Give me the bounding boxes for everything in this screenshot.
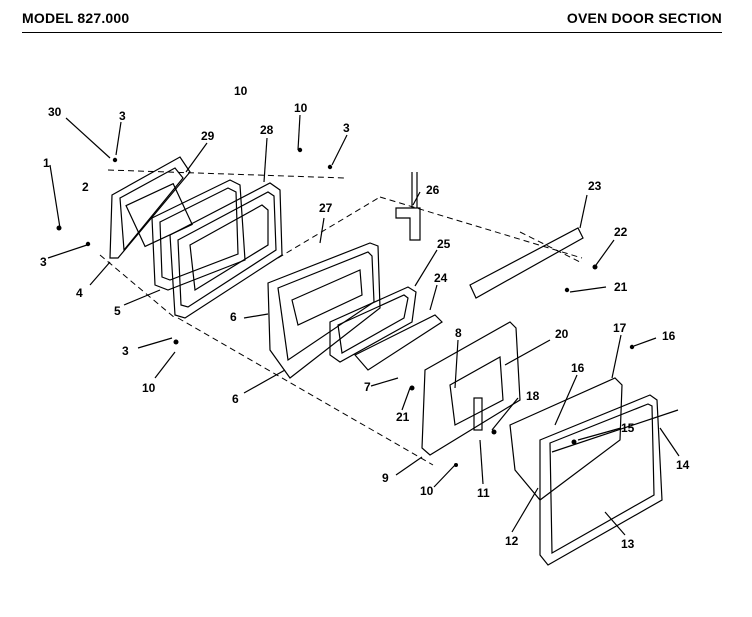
part-label: 21: [396, 410, 410, 424]
section-title: OVEN DOOR SECTION: [566, 10, 722, 26]
inner-panel: [421, 321, 521, 456]
part-label: 24: [434, 271, 448, 285]
part-label: 9: [382, 471, 389, 485]
part-label: 16: [571, 361, 585, 375]
part-label: 13: [621, 537, 635, 551]
outer-door-frame: [539, 394, 663, 566]
part-label: 23: [588, 179, 602, 193]
door-handle: [551, 409, 679, 453]
model-title: MODEL 827.000: [22, 10, 130, 26]
door-shell: [267, 242, 381, 379]
part-label: 17: [613, 321, 627, 335]
part-label: 29: [201, 129, 215, 143]
part-label: 18: [526, 389, 540, 403]
part-label: 21: [614, 280, 628, 294]
inner-door-panel: [109, 156, 193, 259]
part-label: 3: [40, 255, 47, 269]
part-label: 16: [662, 329, 676, 343]
part-labels: 30 3 29 28 10 10 3 26 1 2 27 23 22 3 4 2…: [40, 84, 690, 551]
part-label: 20: [555, 327, 569, 341]
window-frame: [329, 286, 417, 363]
part-label: 10: [420, 484, 434, 498]
inner-frame: [169, 182, 283, 319]
part-label: 7: [364, 380, 371, 394]
part-label: 30: [48, 105, 62, 119]
part-label: 27: [319, 201, 333, 215]
outer-glass: [509, 377, 623, 501]
part-label: 25: [437, 237, 451, 251]
part-label: 14: [676, 458, 690, 472]
part-label: 15: [621, 421, 635, 435]
door-hinge: [395, 172, 421, 241]
assembly-lines: [99, 169, 583, 466]
part-label: 26: [426, 183, 440, 197]
part-label: 10: [294, 101, 308, 115]
screws: [56, 147, 635, 467]
part-label: 10: [142, 381, 156, 395]
part-label: 10: [234, 84, 248, 98]
part-label: 6: [230, 310, 237, 324]
door-gasket: [151, 179, 246, 291]
part-label: 11: [477, 486, 490, 500]
hinge-bracket: [473, 397, 483, 431]
header-rule: [22, 32, 722, 33]
part-label: 3: [119, 109, 126, 123]
part-label: 5: [114, 304, 121, 318]
door-glass: [354, 314, 443, 371]
part-label: 22: [614, 225, 628, 239]
part-label: 1: [43, 156, 50, 170]
part-label: 3: [343, 121, 350, 135]
part-label: 28: [260, 123, 274, 137]
trim-strip: [469, 227, 584, 299]
part-label: 8: [455, 326, 462, 340]
part-label: 4: [76, 286, 83, 300]
part-label: 3: [122, 344, 129, 358]
part-label: 6: [232, 392, 239, 406]
part-label: 12: [505, 534, 519, 548]
part-label: 2: [82, 180, 89, 194]
leader-lines: [47, 114, 680, 536]
